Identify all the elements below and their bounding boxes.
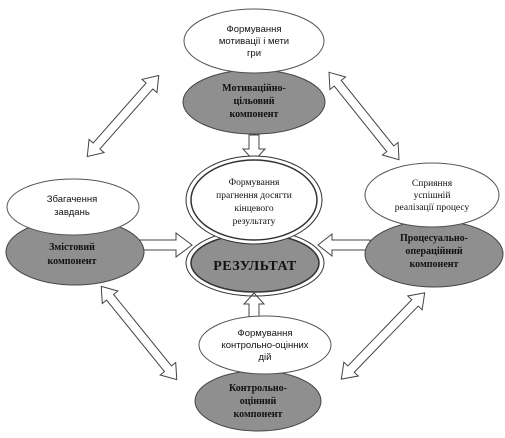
bottom-white-label-1: Формування — [237, 328, 292, 339]
right-component: Сприяння успішній реалізації процесу Про… — [364, 162, 504, 288]
center-white-label-4: результату — [233, 217, 276, 227]
double-arrow-bottom-right — [340, 292, 426, 380]
double-arrow-top-left — [86, 74, 160, 158]
top-white-label-1: Формування — [226, 24, 281, 35]
center-white-label-3: кінцевого — [234, 204, 273, 214]
result-label: РЕЗУЛЬТАТ — [213, 259, 297, 274]
right-white-label-2: успішній — [414, 190, 451, 201]
bottom-component: Формування контрольно-оцінних дій Контро… — [194, 315, 332, 432]
left-grey-label-2: компонент — [48, 256, 97, 267]
top-grey-label-3: компонент — [230, 109, 279, 120]
arrow-shape — [340, 292, 426, 380]
bottom-white-ellipse — [198, 315, 332, 375]
left-white-label-1: Збагачення — [47, 194, 97, 205]
top-white-label-3: гри — [247, 48, 261, 59]
arrow-left-to-result — [136, 232, 193, 258]
center-component: Формування прагнення досягти кінцевого р… — [185, 155, 325, 297]
right-grey-label-3: компонент — [410, 259, 459, 270]
arrow-shape — [86, 74, 160, 158]
arrow-bottom-to-result — [242, 292, 266, 319]
left-white-ellipse — [6, 178, 140, 236]
left-grey-label-1: Змістовий — [49, 242, 95, 253]
bottom-grey-label-2: оцінний — [240, 396, 277, 407]
right-grey-label-2: операційний — [405, 246, 463, 257]
top-grey-label-2: цільовий — [233, 96, 274, 107]
arrow-shape — [100, 285, 178, 381]
double-arrow-bottom-left — [100, 285, 178, 381]
left-white-label-2: завдань — [54, 207, 90, 218]
center-white-label-2: прагнення досягти — [216, 191, 292, 201]
arrow-shape — [328, 71, 400, 161]
bottom-grey-label-1: Контрольно- — [229, 383, 287, 394]
double-arrow-top-right — [328, 71, 400, 161]
right-white-label-3: реалізації процесу — [395, 203, 470, 213]
right-white-ellipse — [364, 162, 500, 228]
bottom-white-label-3: дій — [259, 352, 272, 363]
right-white-label-1: Сприяння — [412, 179, 453, 189]
top-grey-label-1: Мотиваційно- — [222, 83, 286, 94]
top-white-ellipse — [183, 8, 325, 74]
top-white-label-2: мотивації і мети — [219, 36, 289, 47]
bottom-grey-label-3: компонент — [234, 409, 283, 420]
bottom-white-label-2: контрольно-оцінних — [221, 340, 308, 351]
arrow-top-to-result — [241, 134, 267, 162]
arrow-right-to-result — [317, 232, 371, 258]
top-component: Формування мотивації і мети гри Мотиваці… — [182, 8, 326, 135]
left-component: Збагачення завдань Змістовий компонент — [5, 178, 145, 286]
center-white-label-1: Формування — [229, 178, 280, 188]
center-white-ellipse — [190, 159, 318, 241]
right-grey-label-1: Процесуально- — [400, 233, 468, 244]
